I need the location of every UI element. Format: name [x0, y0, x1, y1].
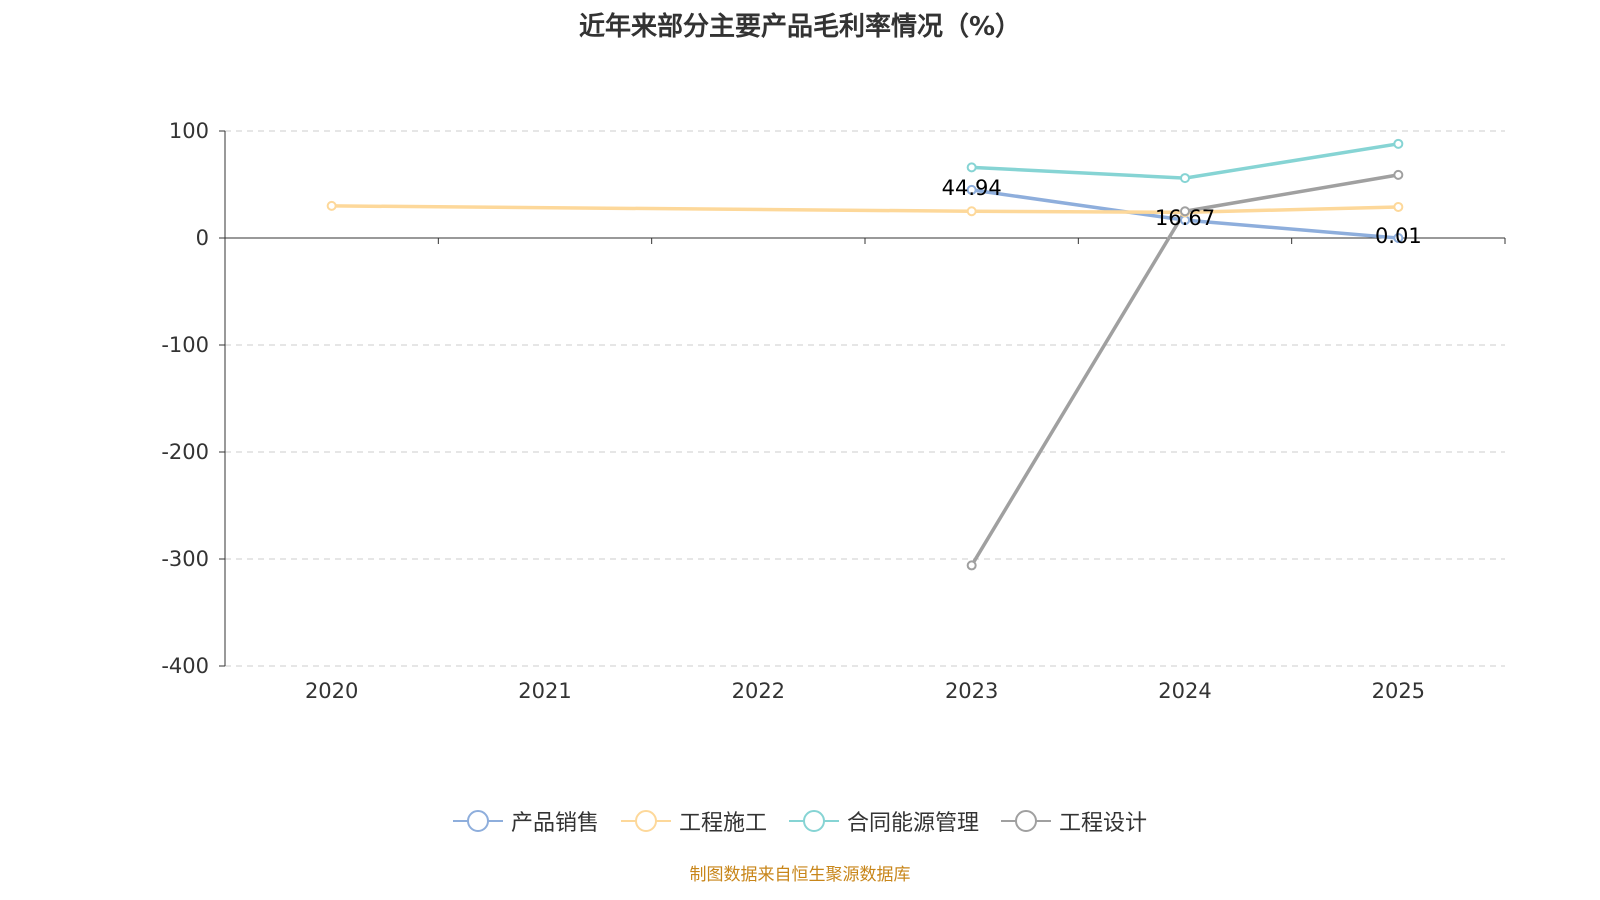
data-point	[1393, 201, 1404, 212]
legend-item[interactable]: 合同能源管理	[789, 805, 979, 837]
x-tick-label: 2021	[518, 679, 571, 703]
data-point	[1393, 138, 1404, 149]
data-point	[966, 162, 977, 173]
series-line	[971, 142, 1399, 180]
legend-item[interactable]: 工程施工	[620, 805, 767, 837]
legend-item[interactable]: 工程设计	[1001, 805, 1147, 837]
y-tick-label: -300	[161, 547, 209, 571]
data-point	[966, 560, 977, 571]
data-label: 44.94	[942, 176, 1002, 200]
data-point	[966, 184, 977, 195]
legend: 产品销售 工程施工 合同能源管理 工程设计	[0, 805, 1600, 837]
y-tick-label: -400	[161, 654, 209, 678]
legend-label: 工程施工	[678, 811, 767, 836]
data-point	[1180, 206, 1190, 217]
y-tick-label: 100	[169, 119, 209, 143]
series-line	[331, 204, 1399, 215]
data-point	[1180, 173, 1190, 184]
legend-label: 产品销售	[510, 811, 599, 836]
legend-item[interactable]: 产品销售	[452, 805, 599, 837]
legend-label: 工程设计	[1059, 811, 1148, 836]
x-tick-label: 2025	[1372, 679, 1425, 703]
data-point	[1393, 232, 1404, 243]
legend-marker-icon	[620, 810, 671, 832]
y-tick-label: -100	[161, 333, 209, 357]
legend-marker-icon	[452, 810, 503, 832]
data-point	[326, 200, 337, 211]
data-point	[966, 206, 977, 217]
line-chart: 100 0 -100 -200 -300 -400 2020 2021 2022 2023 2024…	[161, 119, 1506, 703]
x-tick-label: 2024	[1158, 679, 1211, 703]
y-tick-label: -200	[161, 440, 209, 464]
x-tick-label: 2022	[732, 679, 785, 703]
y-tick-label: 0	[196, 226, 209, 250]
x-tick-label: 2023	[945, 679, 998, 703]
x-tick-label: 2020	[305, 679, 358, 703]
source-note: 制图数据来自恒生聚源数据库	[689, 865, 911, 885]
legend-marker-icon	[1001, 810, 1052, 832]
legend-marker-icon	[789, 810, 839, 832]
legend-label: 合同能源管理	[847, 811, 980, 836]
data-label: 0.01	[1375, 224, 1422, 248]
data-point	[1393, 169, 1404, 180]
chart-title: 近年来部分主要产品毛利率情况（%）	[578, 12, 1022, 42]
